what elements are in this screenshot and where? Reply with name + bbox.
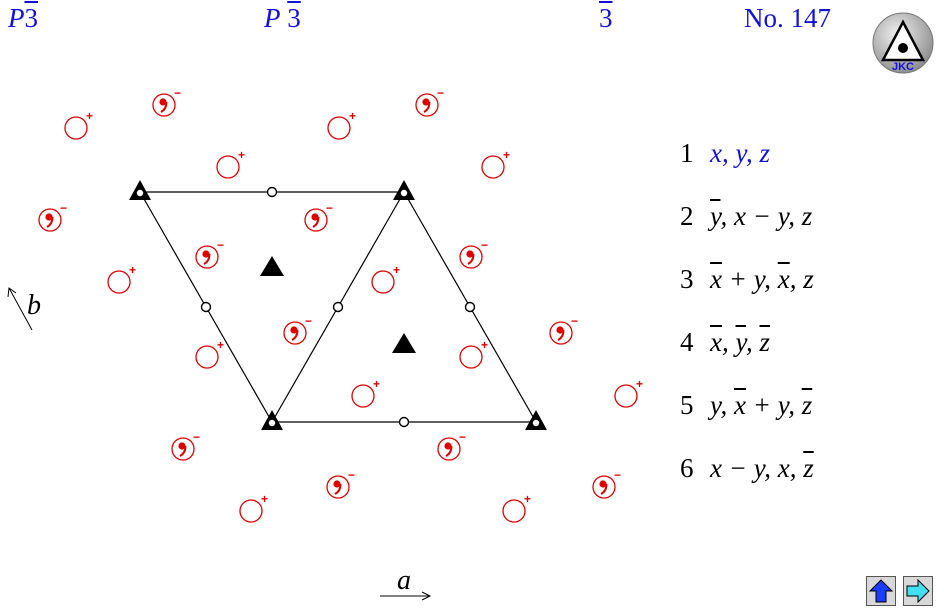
position-marker-plus: + — [216, 148, 245, 179]
position-marker-minus: − — [415, 86, 444, 117]
axis-b-indicator: b — [7, 287, 41, 331]
space-group-number: No. 147 — [744, 3, 831, 33]
axis-a-indicator: a — [380, 565, 432, 601]
position-marker-plus: + — [502, 492, 531, 523]
lattice-letter-full: P — [264, 3, 281, 33]
minus-sign: − — [60, 201, 67, 215]
position-number: 3 — [680, 264, 694, 294]
plus-sign: + — [349, 109, 356, 123]
plus-sign: + — [373, 377, 380, 391]
right-arrow-icon — [906, 578, 930, 604]
short-space-group-symbol: P3 — [8, 2, 38, 34]
position-number: 1 — [680, 138, 694, 168]
threefold-axes — [260, 256, 416, 353]
position-marker-plus: + — [64, 109, 93, 140]
plus-sign: + — [524, 492, 531, 506]
position-number: 6 — [680, 453, 694, 483]
position-marker-minus: − — [592, 468, 621, 499]
general-position-row: 4 x, y, z — [680, 325, 814, 388]
position-coordinates: x, y, z — [710, 138, 770, 168]
rotoinversion-digit-short: 3 — [24, 3, 39, 33]
plus-sign: + — [481, 338, 488, 352]
axis-b-label: b — [27, 290, 41, 321]
position-coordinates: x − y, x, z — [710, 453, 814, 483]
position-marker-plus: + — [481, 148, 510, 179]
rotoinversion-axis-symbol — [129, 180, 151, 200]
minus-sign: − — [348, 468, 355, 482]
general-position-row: 3 x + y, x, z — [680, 262, 814, 325]
position-marker-plus: + — [327, 109, 356, 140]
minus-sign: − — [326, 201, 333, 215]
position-marker-minus: − — [437, 430, 466, 461]
jkc-logo-icon: JKC — [872, 12, 934, 74]
equivalent-positions: + + + + + + + + + + + + − − − − − − − − − − − − — [38, 86, 643, 523]
general-position-row: 5 y, x + y, z — [680, 388, 814, 451]
position-marker-minus: − — [304, 201, 333, 232]
general-position-row: 6 x − y, x, z — [680, 451, 814, 514]
point-group-symbol: 3 — [599, 2, 613, 34]
position-marker-plus: + — [239, 492, 268, 523]
minus-sign: − — [217, 238, 224, 252]
position-marker-minus: − — [459, 238, 488, 269]
position-marker-minus: − — [38, 201, 67, 232]
position-number: 5 — [680, 390, 694, 420]
position-marker-minus: − — [152, 86, 181, 117]
position-marker-minus: − — [549, 314, 578, 345]
position-number: 2 — [680, 201, 694, 231]
plus-sign: + — [129, 263, 136, 277]
position-number: 4 — [680, 327, 694, 357]
rotoinversion-axes — [129, 180, 547, 430]
point-group-digit: 3 — [599, 3, 613, 33]
minus-sign: − — [459, 430, 466, 444]
plus-sign: + — [86, 109, 93, 123]
minus-sign: − — [193, 430, 200, 444]
threefold-axis-symbol — [392, 333, 416, 353]
position-coordinates: y, x + y, z — [710, 390, 813, 420]
position-marker-minus: − — [283, 314, 312, 345]
plus-sign: + — [393, 263, 400, 277]
position-marker-plus: + — [614, 377, 643, 408]
position-marker-minus: − — [326, 468, 355, 499]
general-positions-list: 1 x, y, z 2 y, x − y, z 3 x + y, x, z 4 x, y, z… — [680, 136, 814, 514]
up-arrow-icon — [868, 579, 894, 603]
threefold-axis-symbol — [260, 256, 284, 276]
general-position-row: 1 x, y, z — [680, 136, 814, 199]
plus-sign: + — [503, 148, 510, 162]
rotoinversion-axis-symbol — [261, 410, 283, 430]
rotoinversion-axis-symbol — [393, 180, 415, 200]
position-marker-plus: + — [195, 338, 224, 369]
inversion-centers — [200, 186, 476, 428]
minus-sign: − — [437, 86, 444, 100]
minus-sign: − — [614, 468, 621, 482]
position-marker-minus: − — [195, 238, 224, 269]
rotoinversion-digit-full: 3 — [287, 3, 301, 33]
position-coordinates: x, y, z — [710, 327, 770, 357]
position-marker-plus: + — [371, 263, 400, 294]
minus-sign: − — [571, 314, 578, 328]
position-coordinates: y, x − y, z — [710, 201, 813, 231]
logo-text: JKC — [892, 61, 914, 73]
position-marker-plus: + — [459, 338, 488, 369]
lattice-letter-short: P — [8, 3, 25, 33]
minus-sign: − — [481, 238, 488, 252]
next-button[interactable] — [903, 576, 933, 606]
axis-a-label: a — [397, 565, 411, 596]
up-button[interactable] — [866, 576, 896, 606]
plus-sign: + — [636, 377, 643, 391]
plus-sign: + — [238, 148, 245, 162]
position-coordinates: x + y, x, z — [710, 264, 814, 294]
minus-sign: − — [305, 314, 312, 328]
plus-sign: + — [217, 338, 224, 352]
full-space-group-symbol: P 3 — [264, 2, 301, 34]
plus-sign: + — [261, 492, 268, 506]
position-marker-plus: + — [351, 377, 380, 408]
position-marker-minus: − — [171, 430, 200, 461]
minus-sign: − — [174, 86, 181, 100]
general-position-row: 2 y, x − y, z — [680, 199, 814, 262]
position-marker-plus: + — [107, 263, 136, 294]
rotoinversion-axis-symbol — [525, 410, 547, 430]
